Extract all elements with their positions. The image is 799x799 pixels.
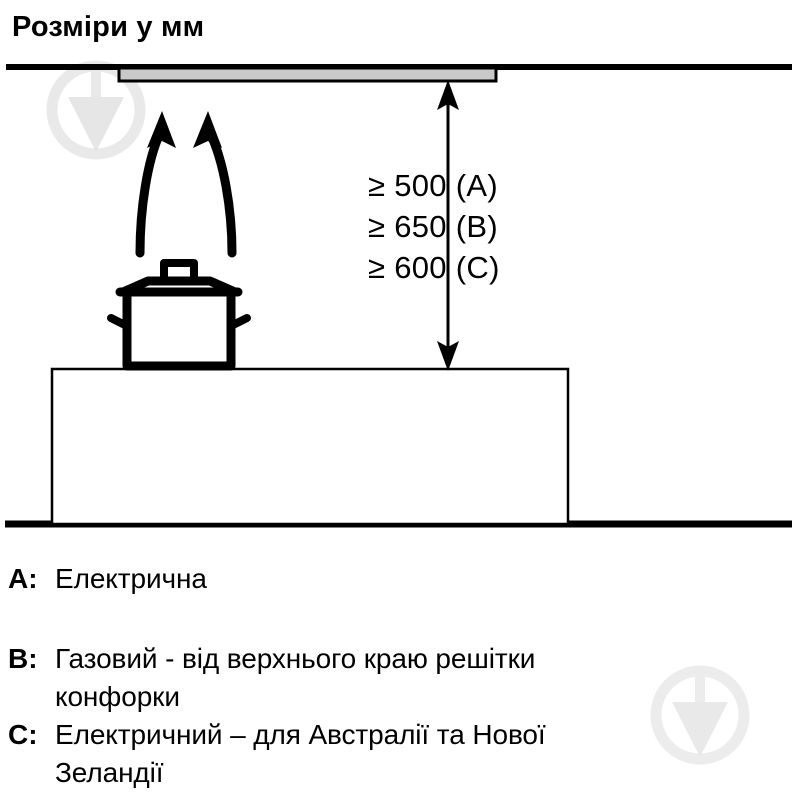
legend-key-c: C: [8, 719, 38, 750]
watermark-drop-icon-2 [650, 665, 750, 765]
steam-arrow-right-icon [193, 111, 237, 258]
legend-text-c: Електричний – для Австралії та Нової [55, 719, 546, 750]
vertical-dimension-arrow-icon [437, 80, 459, 371]
legend-text-b: Газовий - від верхнього краю решітки [55, 643, 536, 674]
legend-text-a: Електрична [55, 563, 207, 594]
cooking-pot-icon [107, 259, 251, 371]
legend-key-b: B: [8, 643, 38, 674]
steam-arrow-left-icon [135, 111, 176, 258]
legend-text-b-continued: конфорки [55, 681, 180, 712]
cooktop-counter-box [50, 367, 570, 526]
dimension-label-c: ≥ 600 (C) [368, 250, 500, 285]
dimension-label-a: ≥ 500 (A) [368, 168, 498, 203]
extractor-hood-icon [117, 66, 498, 83]
legend-text-c-continued: Зеландії [55, 757, 164, 788]
dimension-label-b: ≥ 650 (B) [368, 209, 498, 244]
legend-key-a: A: [8, 563, 38, 594]
page-title: Розміри у мм [12, 11, 205, 43]
